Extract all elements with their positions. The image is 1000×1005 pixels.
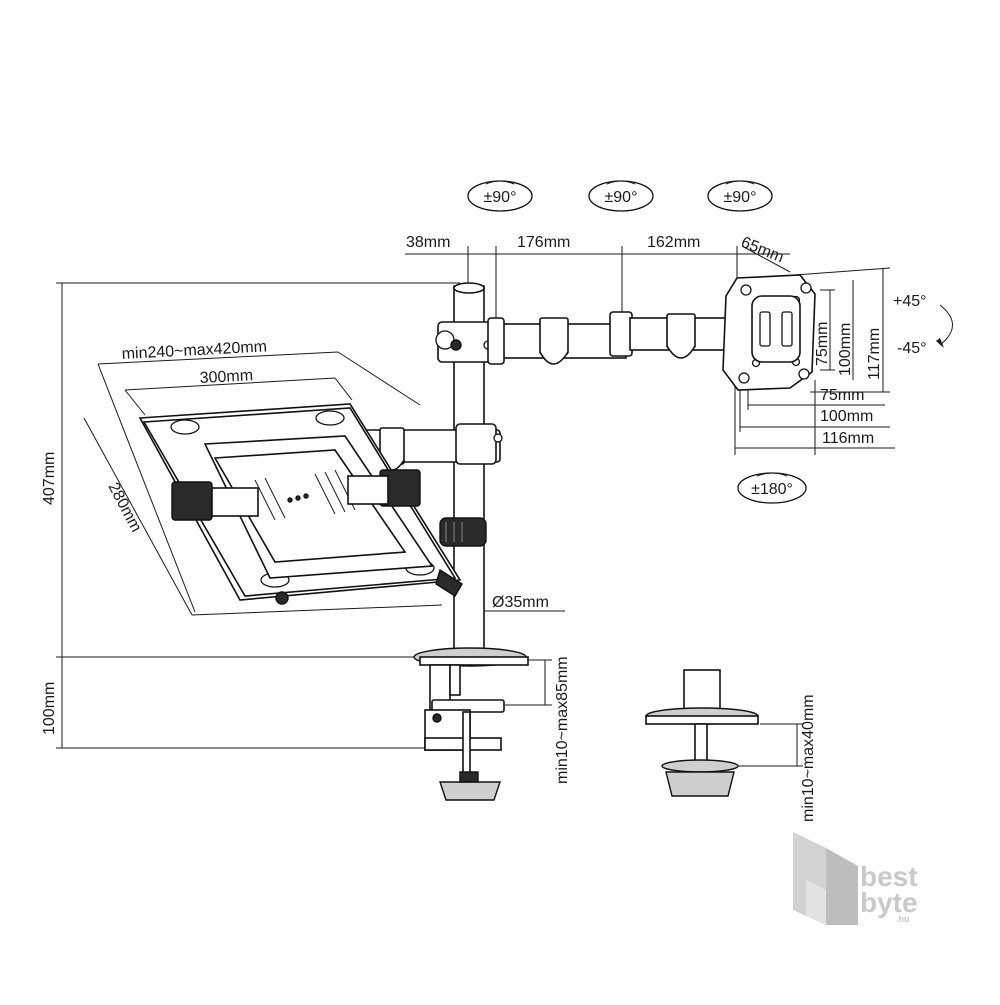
rotation-label-3: ±90° bbox=[724, 189, 757, 206]
pole-offset-dim: 38mm bbox=[406, 234, 450, 251]
clamp-height-dim: 100mm bbox=[41, 682, 58, 735]
watermark-line2: byte bbox=[860, 887, 918, 918]
rotation-badge-2: ±90° bbox=[588, 180, 654, 212]
pole-diameter-dim: Ø35mm bbox=[492, 594, 549, 611]
pole-height-dim: 407mm bbox=[41, 452, 58, 505]
rotation-badge-3: ±90° bbox=[707, 180, 773, 212]
tray-width-dim: 300mm bbox=[199, 367, 253, 387]
vesa-height-100: 100mm bbox=[837, 323, 854, 376]
segment-2-dim: 162mm bbox=[647, 234, 700, 251]
dimension-lines bbox=[56, 245, 895, 767]
segment-1-dim: 176mm bbox=[517, 234, 570, 251]
tray-depth-dim: 280mm bbox=[104, 480, 144, 535]
watermark-line1: best bbox=[860, 861, 918, 892]
vesa-width-116: 116mm bbox=[822, 430, 874, 447]
tilt-down-label: -45° bbox=[897, 340, 927, 357]
bestbyte-logo: best byte .hu bbox=[793, 832, 918, 925]
vesa-height-75: 75mm bbox=[814, 322, 831, 366]
rotation-label-1: ±90° bbox=[484, 189, 517, 206]
tilt-up-label: +45° bbox=[893, 293, 927, 310]
vesa-plate bbox=[722, 274, 816, 391]
vesa-height-117: 117mm bbox=[866, 328, 883, 380]
rotation-badge-4: ±180° bbox=[737, 472, 807, 504]
rotation-label-4: ±180° bbox=[751, 481, 793, 498]
laptop-tray bbox=[138, 403, 463, 605]
desk-clamp bbox=[413, 647, 529, 801]
rotation-label-2: ±90° bbox=[605, 189, 638, 206]
grommet-range-dim: min10~max40mm bbox=[800, 694, 817, 822]
rotation-badge-1: ±90° bbox=[467, 180, 533, 212]
head-depth-dim: 65mm bbox=[739, 234, 787, 266]
grommet-mount bbox=[645, 669, 759, 797]
watermark-suffix: .hu bbox=[896, 914, 910, 924]
clamp-range-dim: min10~max85mm bbox=[554, 656, 571, 784]
vesa-width-100: 100mm bbox=[820, 408, 873, 425]
tilt-indicator: +45° -45° bbox=[893, 293, 953, 357]
vesa-width-75: 75mm bbox=[820, 387, 864, 404]
